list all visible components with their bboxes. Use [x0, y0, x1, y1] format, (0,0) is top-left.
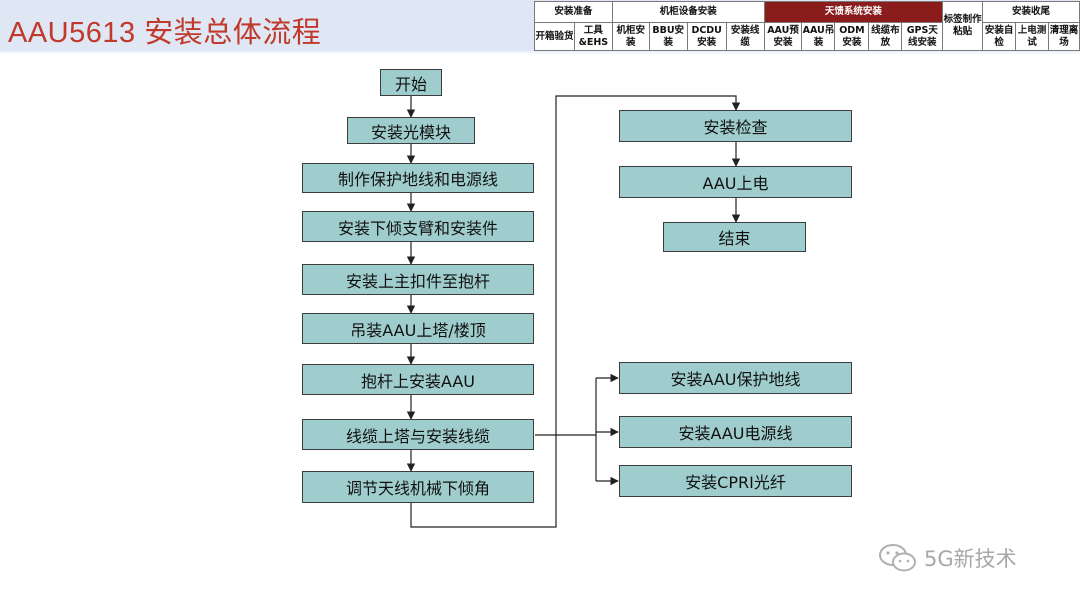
flow-step-end: 结束 [663, 222, 806, 252]
nav-step-cleanup[interactable]: 清理离场 [1047, 22, 1080, 51]
nav-step-cabinet[interactable]: 机柜安装 [611, 22, 650, 51]
flow-step-install-optical-module: 安装光模块 [347, 117, 475, 144]
flow-step-mount-aau-on-pole: 抱杆上安装AAU [302, 364, 534, 395]
nav-step-tools[interactable]: 工具&EHS [573, 22, 613, 51]
nav-step-bbu[interactable]: BBU安装 [648, 22, 688, 51]
nav-step-cables[interactable]: 安装线缆 [725, 22, 765, 51]
nav-step-unpack[interactable]: 开箱验货 [534, 22, 575, 51]
nav-group-label[interactable]: 标签制作粘贴 [942, 1, 984, 51]
nav-step-aau-pre[interactable]: AAU预安装 [763, 22, 803, 51]
nav-step-aau-hoist[interactable]: AAU吊装 [801, 22, 836, 51]
flow-step-install-main-clamp: 安装上主扣件至抱杆 [302, 264, 534, 295]
flow-step-cpri-fiber: 安装CPRI光纤 [619, 465, 852, 497]
flow-step-make-ground-power-cables: 制作保护地线和电源线 [302, 163, 534, 193]
flow-step-aau-ground-cable: 安装AAU保护地线 [619, 362, 852, 394]
nav-step-odm[interactable]: ODM安装 [834, 22, 870, 51]
nav-step-gps[interactable]: GPS天线安装 [901, 22, 944, 51]
page-title: AAU5613 安装总体流程 [8, 17, 322, 49]
flow-step-start: 开始 [380, 69, 442, 96]
flow-step-aau-power-cable: 安装AAU电源线 [619, 416, 852, 448]
nav-step-dcdu[interactable]: DCDU安装 [686, 22, 727, 51]
flow-step-aau-power-on: AAU上电 [619, 166, 852, 198]
connector-end-to-check [410, 95, 741, 528]
flow-step-adjust-tilt: 调节天线机械下倾角 [302, 471, 534, 503]
flow-step-install-tilt-bracket: 安装下倾支臂和安装件 [302, 211, 534, 242]
watermark-text: 5G新技术 [924, 547, 1017, 571]
nav-step-selfcheck[interactable]: 安装自检 [982, 22, 1017, 51]
wechat-icon [879, 544, 916, 572]
nav-group-antenna[interactable]: 天馈系统安装 [763, 1, 944, 23]
process-nav-table: 安装准备 机柜设备安装 天馈系统安装 标签制作粘贴 安装收尾 开箱验货 工具&E… [534, 1, 1080, 51]
watermark: 5G新技术 [878, 543, 1017, 573]
nav-step-power-test[interactable]: 上电测试 [1015, 22, 1049, 51]
flow-step-cable-routing: 线缆上塔与安装线缆 [302, 419, 534, 450]
flow-step-hoist-aau: 吊装AAU上塔/楼顶 [302, 313, 534, 344]
flow-step-installation-check: 安装检查 [619, 110, 852, 142]
